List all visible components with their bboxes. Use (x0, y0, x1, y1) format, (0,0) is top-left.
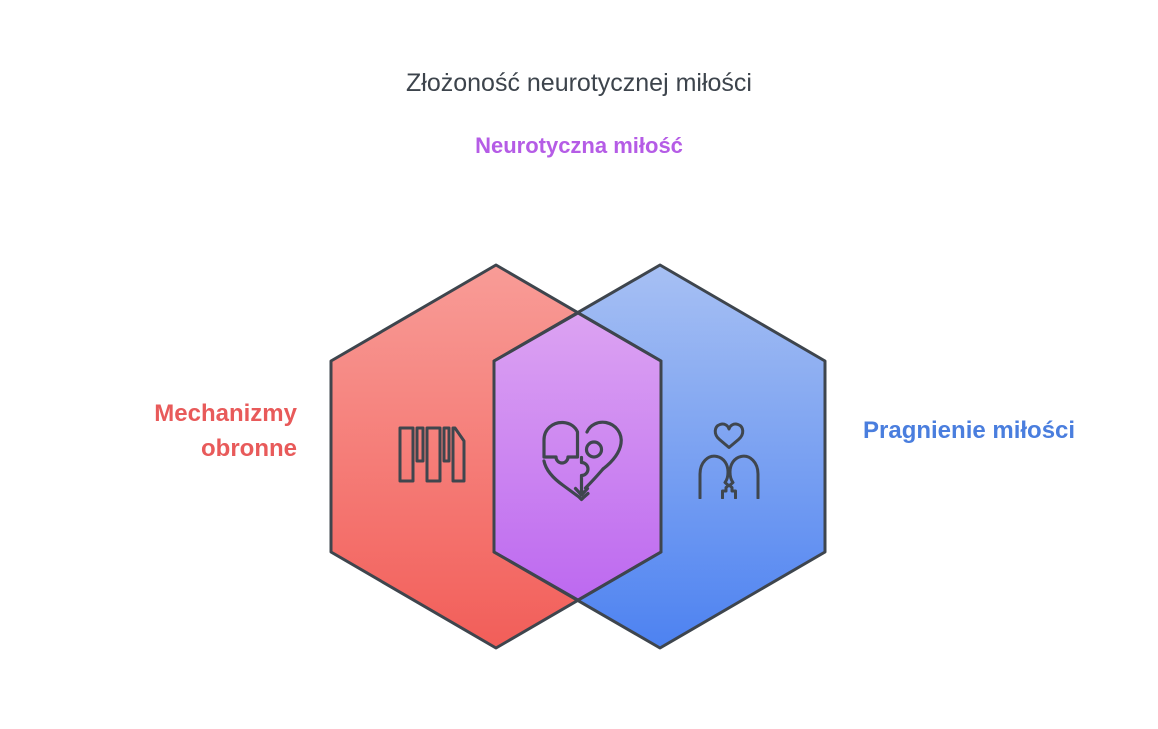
right-label: Pragnienie miłości (863, 417, 1076, 444)
puzzle-heart-icon (542, 420, 623, 502)
overlap-label: Neurotyczna miłość (475, 133, 683, 158)
barrier-icon (398, 426, 466, 483)
overlap-hexagon-outline (492, 311, 663, 602)
left-label: Mechanizmy obronne (154, 400, 297, 462)
diagram-title: Złożoność neurotycznej miłości (406, 69, 752, 97)
people-heart-icon (698, 422, 760, 499)
